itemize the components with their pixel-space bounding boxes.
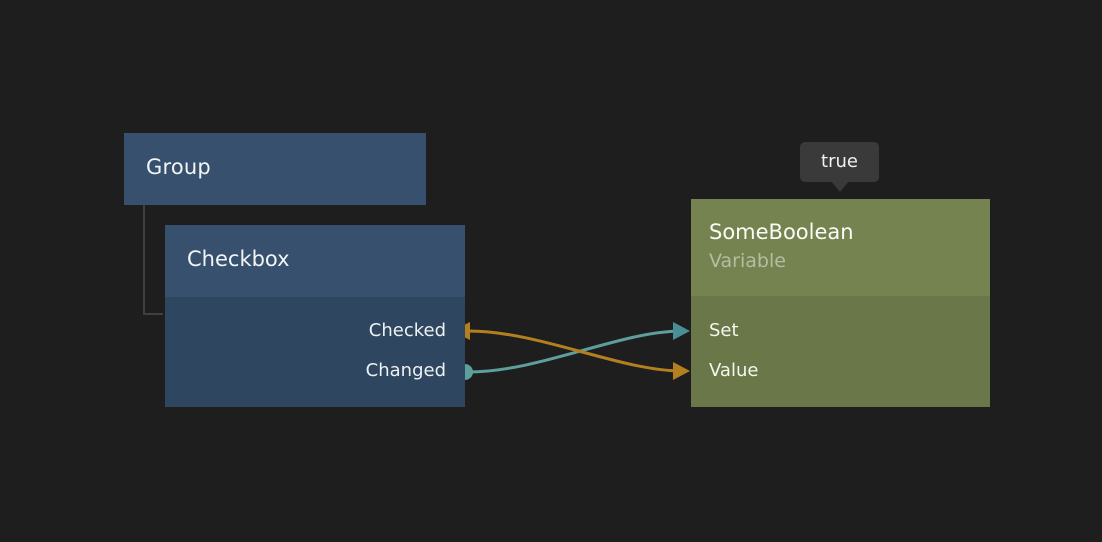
node-group-title: Group bbox=[146, 155, 211, 179]
node-checkbox-title: Checkbox bbox=[187, 247, 290, 271]
arrowhead-value-icon bbox=[673, 362, 690, 380]
node-variable-subtitle: Variable bbox=[709, 250, 786, 272]
node-variable-title: SomeBoolean bbox=[709, 220, 854, 244]
node-group[interactable]: Group bbox=[124, 133, 426, 205]
node-checkbox-header[interactable]: Checkbox bbox=[165, 225, 465, 297]
arrowhead-set-icon bbox=[673, 322, 690, 340]
value-tooltip-tail-icon bbox=[831, 181, 849, 192]
output-port-checked[interactable]: Checked bbox=[368, 320, 446, 341]
value-tooltip: true bbox=[800, 142, 879, 192]
wire-value-to-checked bbox=[467, 329, 683, 373]
group-bracket bbox=[143, 205, 163, 315]
value-tooltip-label: true bbox=[821, 151, 858, 172]
node-variable[interactable]: SomeBoolean Variable Set Value bbox=[691, 199, 990, 407]
input-port-value[interactable]: Value bbox=[709, 360, 759, 381]
node-variable-header[interactable]: SomeBoolean Variable bbox=[691, 199, 990, 296]
input-port-set[interactable]: Set bbox=[709, 320, 739, 341]
wire-changed-to-set bbox=[467, 329, 683, 374]
output-port-changed[interactable]: Changed bbox=[365, 360, 446, 381]
node-checkbox[interactable]: Checkbox Checked Changed bbox=[165, 225, 465, 407]
